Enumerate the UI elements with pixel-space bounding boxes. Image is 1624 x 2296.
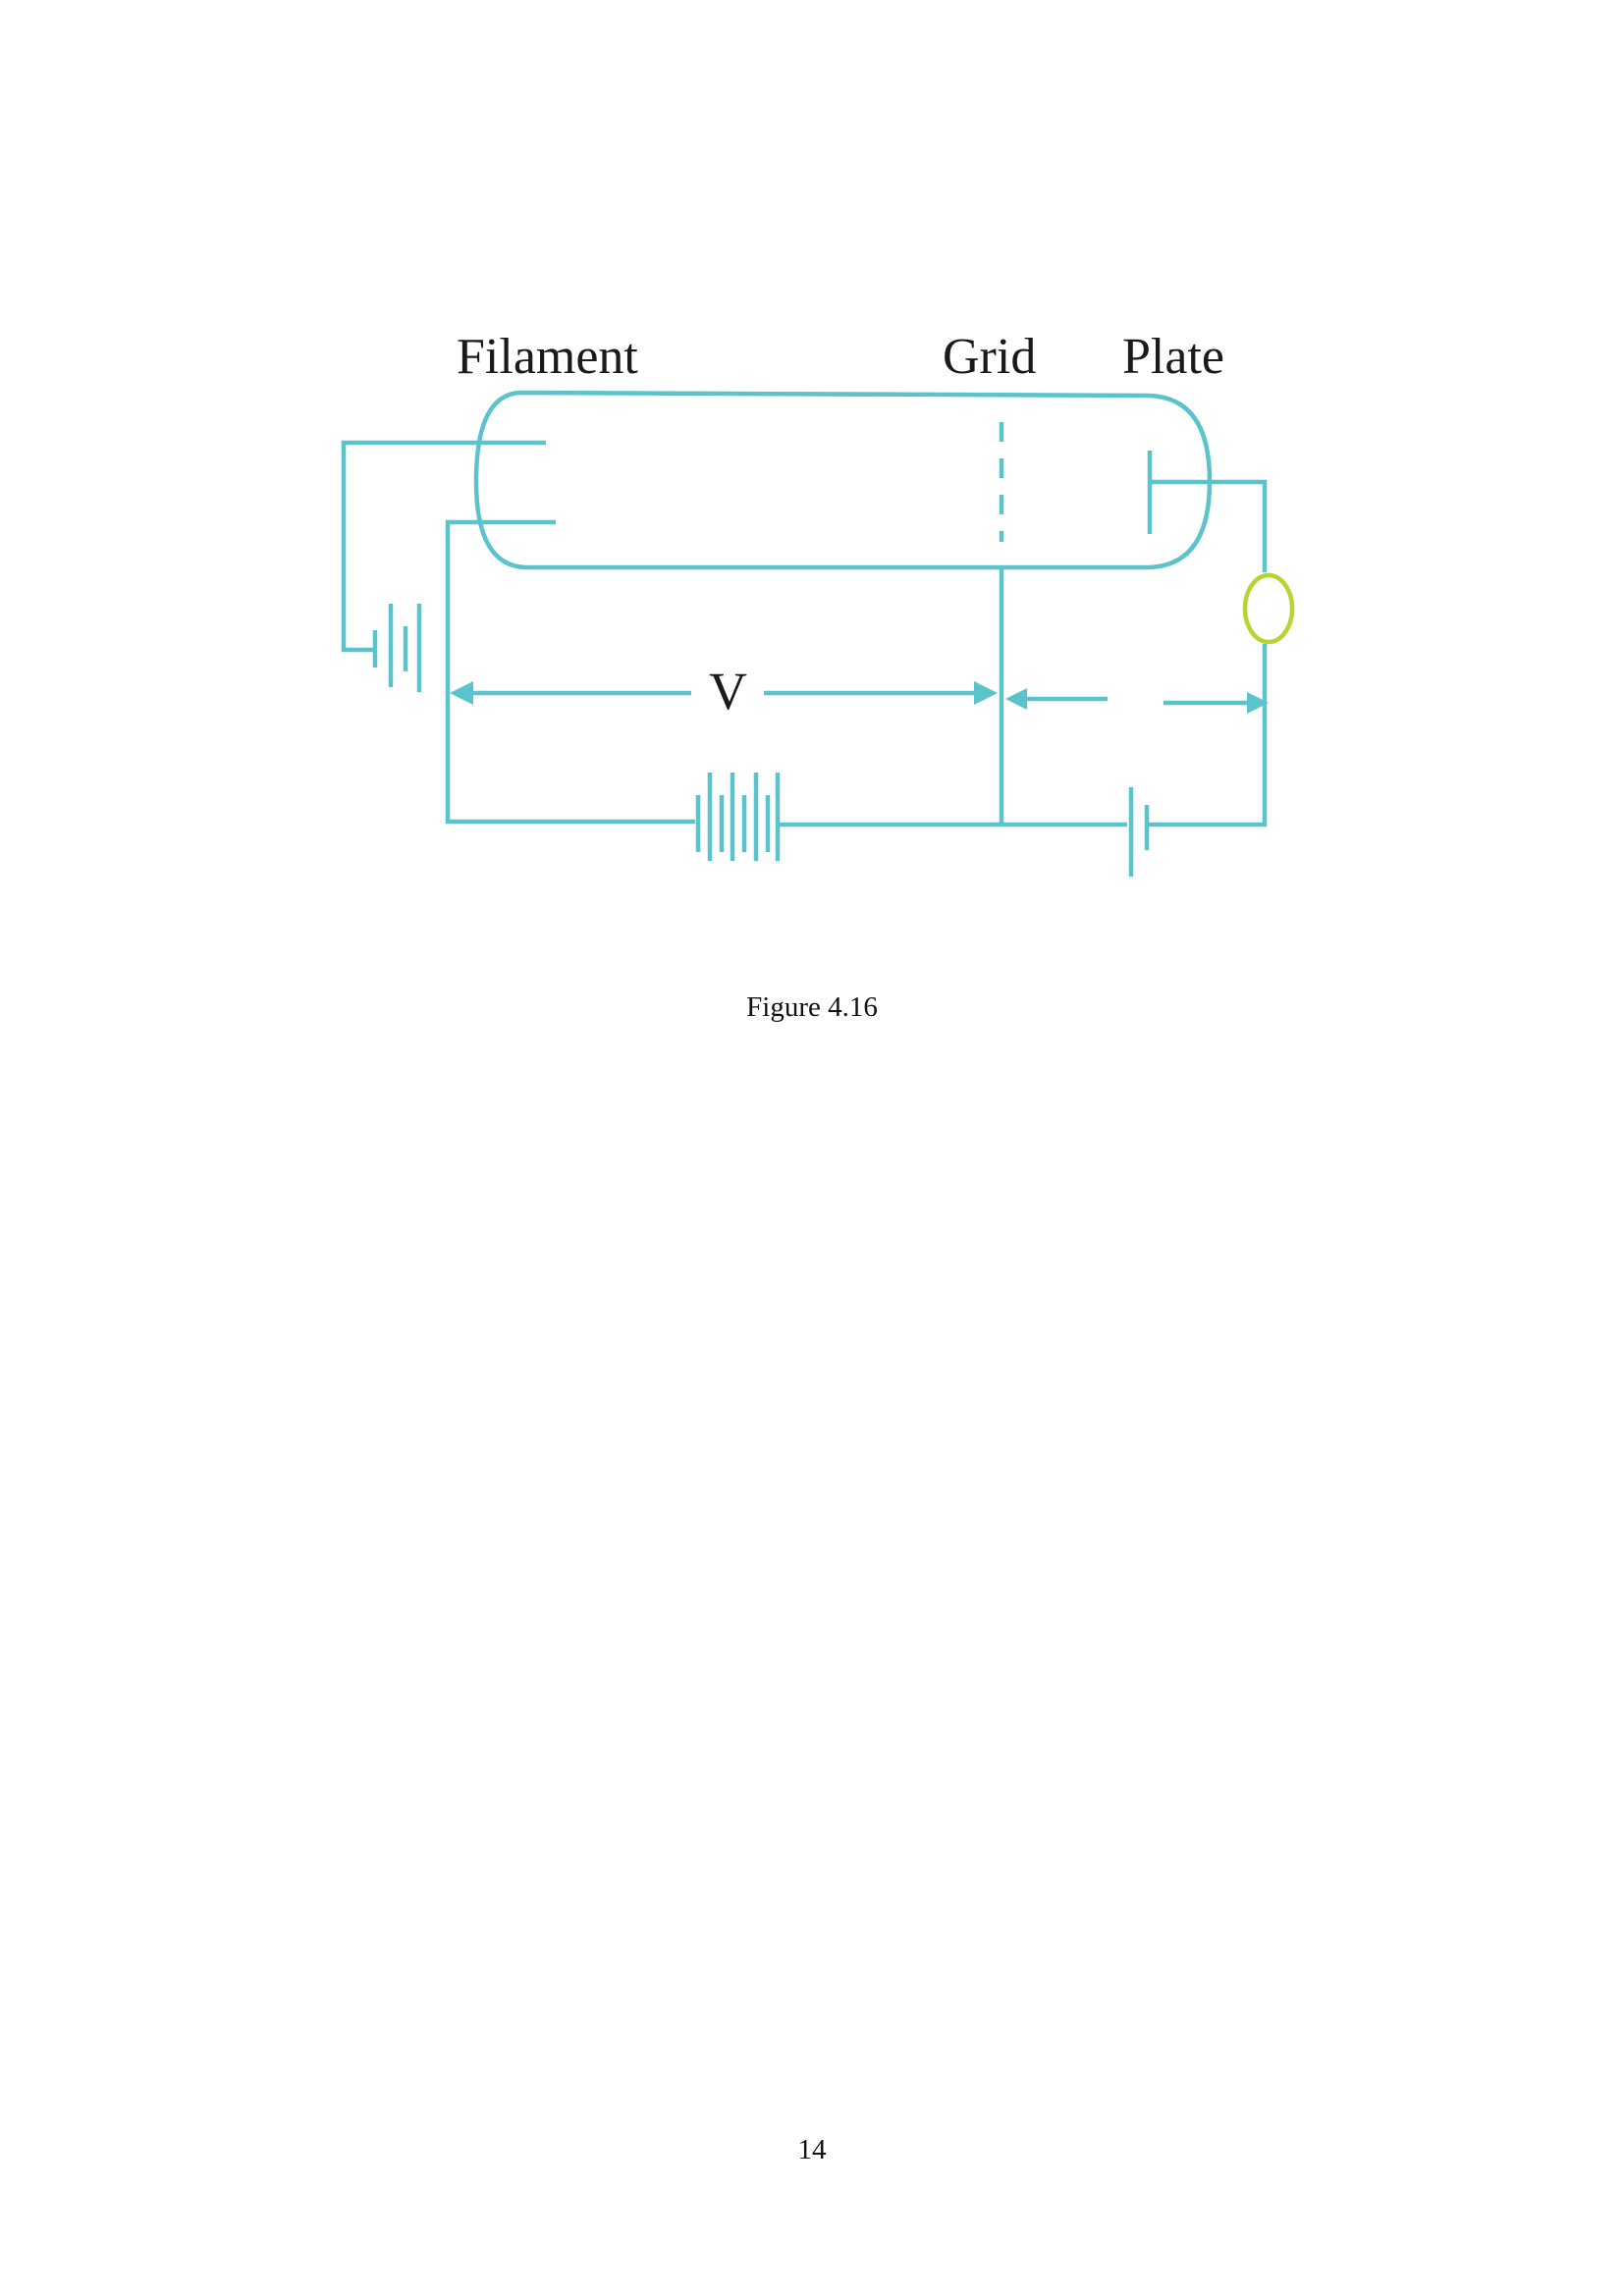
plate-lead — [1150, 479, 1268, 572]
page-number: 14 — [797, 2134, 827, 2165]
plate-arrowhead-left — [1005, 688, 1027, 710]
voltage-label: V — [709, 662, 747, 721]
filament-label: Filament — [457, 329, 638, 385]
plate-arrowhead-right — [1247, 692, 1269, 714]
figure-caption: Figure 4.16 — [746, 991, 878, 1023]
ammeter-icon — [1242, 572, 1295, 645]
tube-envelope — [473, 390, 1213, 570]
plate-label: Plate — [1122, 329, 1224, 385]
voltage-arrowhead-left — [450, 681, 473, 705]
plate-return-wire — [1147, 644, 1268, 828]
circuit-wires — [341, 390, 1269, 877]
voltage-arrowhead-right — [974, 681, 998, 705]
cathode-lead — [445, 519, 695, 825]
heater-circuit-wire — [341, 440, 473, 653]
vacuum-tube-circuit-diagram: Filament Grid Plate V — [341, 329, 1295, 877]
grid-label: Grid — [943, 329, 1036, 385]
